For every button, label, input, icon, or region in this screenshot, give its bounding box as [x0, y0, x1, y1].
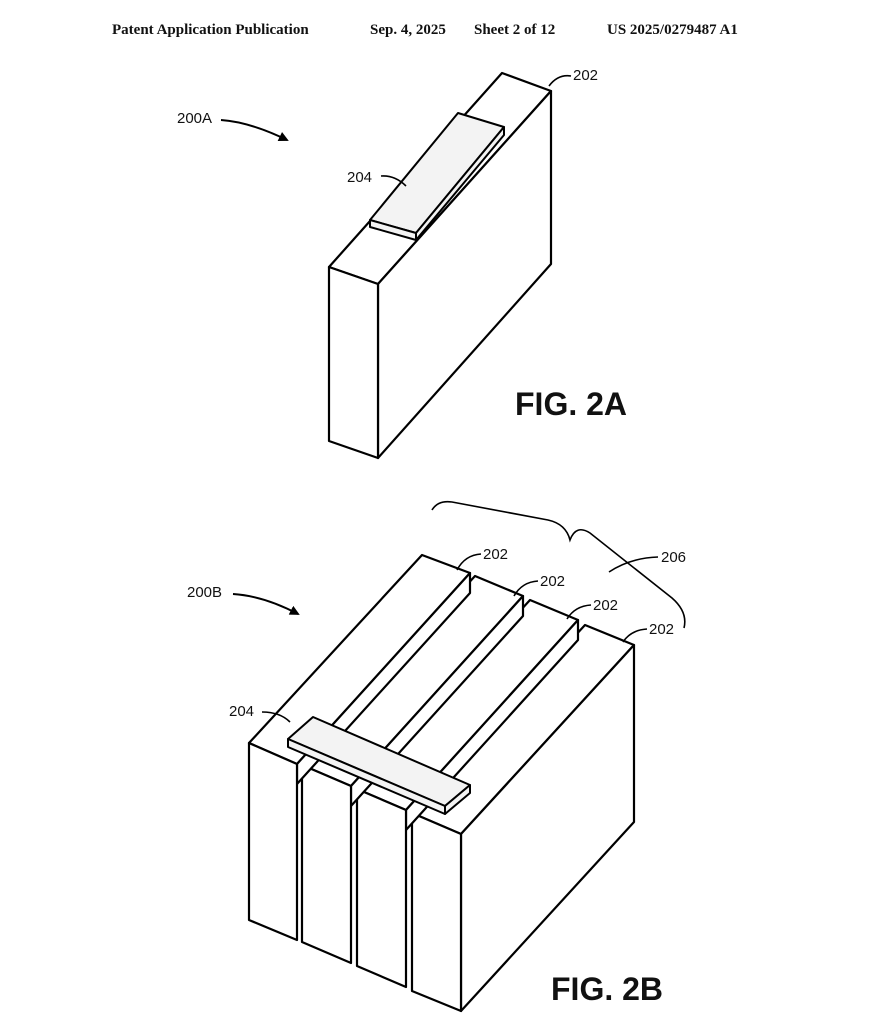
battery-cell-202-4 [410, 623, 636, 1013]
cell-1-front [247, 741, 299, 942]
pointer-arrow-200b [232, 593, 300, 615]
leader-line-202-3 [566, 604, 592, 620]
leader-line-202-2 [513, 580, 539, 597]
ref-label-200a: 200A [177, 110, 212, 127]
fig-2b-drawing [232, 500, 686, 1013]
leader-line-202-4 [622, 628, 648, 643]
fig-2a-drawing [220, 71, 572, 460]
publication-type: Patent Application Publication [112, 22, 309, 38]
ref-label-204-b: 204 [229, 703, 254, 720]
group-brace-206 [431, 500, 686, 629]
sheet-number: Sheet 2 of 12 [474, 22, 556, 38]
ref-label-202: 202 [573, 67, 598, 84]
terminal-204-busbar [287, 716, 471, 815]
leader-line-206 [608, 556, 659, 573]
cell-2-front [300, 763, 353, 965]
ref-label-202-3: 202 [593, 597, 618, 614]
ref-label-202-2: 202 [540, 573, 565, 590]
ref-label-202-1: 202 [483, 546, 508, 563]
pointer-arrow-200a [220, 119, 289, 141]
leader-line-204-b [261, 711, 291, 723]
ref-label-202-4: 202 [649, 621, 674, 638]
leader-line-204 [380, 175, 407, 187]
ref-label-204: 204 [347, 169, 372, 186]
terminal-204 [369, 112, 505, 241]
cell-3-front [355, 787, 408, 989]
figure-caption-2a: FIG. 2A [515, 386, 627, 422]
leader-line-202 [548, 74, 572, 87]
publication-date: Sep. 4, 2025 [370, 22, 446, 38]
figure-caption-2b: FIG. 2B [551, 971, 663, 1007]
ref-label-206: 206 [661, 549, 686, 566]
cell-front-face [327, 265, 380, 460]
terminal-front [369, 219, 417, 241]
cell-4-front [410, 811, 463, 1013]
page-header: Patent Application Publication Sep. 4, 2… [0, 22, 881, 42]
ref-label-200b: 200B [187, 584, 222, 601]
busbar-front [287, 738, 446, 815]
publication-number: US 2025/0279487 A1 [607, 22, 738, 38]
leader-line-202-1 [456, 553, 482, 571]
